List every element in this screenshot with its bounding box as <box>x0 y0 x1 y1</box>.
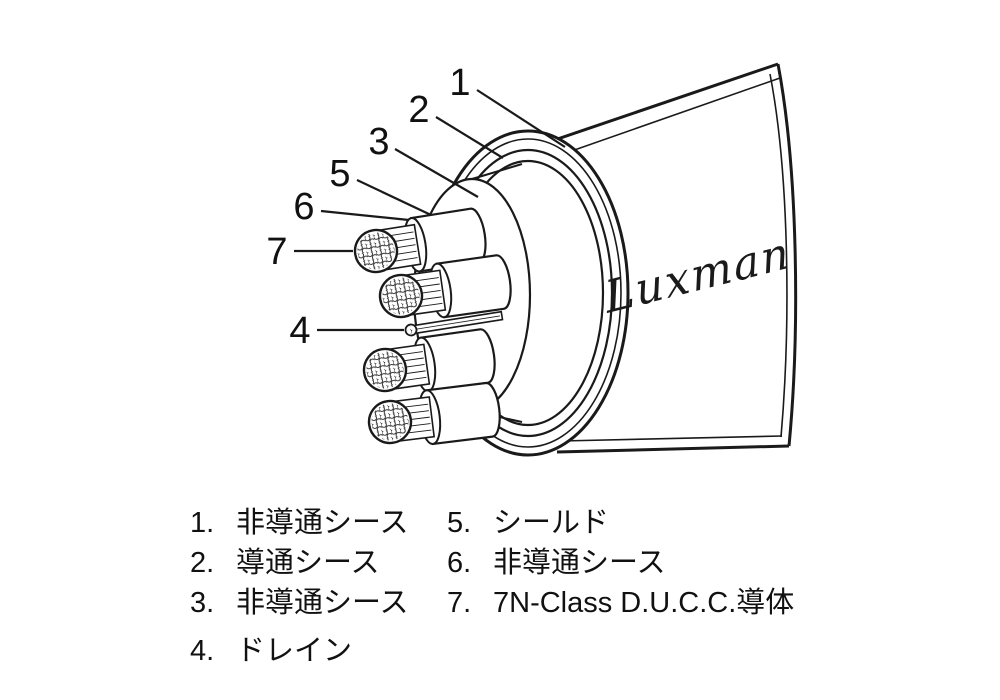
callout-number-5: 5 <box>329 153 350 195</box>
drain-wire-cap-pattern <box>407 326 415 334</box>
conductor-1-strand-lines <box>379 231 418 264</box>
legend-column-1: 1. 非導通シース 2. 導通シース 3. 非導通シース 4. ドレイン <box>190 503 409 671</box>
legend-column-2: 5. シールド 6. 非導通シース 7. 7N-Class D.U.C.C.導体 <box>447 503 794 623</box>
legend-item-1: 1. 非導通シース <box>190 503 409 543</box>
callout-number-7: 7 <box>266 231 287 273</box>
legend-item-6-number: 6. <box>447 547 472 579</box>
legend-item-6: 6. 非導通シース <box>447 543 794 583</box>
cable-top-edge <box>533 62 779 149</box>
callout-number-1: 1 <box>449 62 470 104</box>
conductor-4-insulation <box>425 381 501 446</box>
legend-item-1-label: 非導通シース <box>236 507 409 539</box>
legend-item-5-number: 5. <box>447 507 472 539</box>
conductor-4-strand-lines <box>394 403 432 435</box>
conductor-3-insulation <box>419 328 496 393</box>
conductor-4 <box>367 381 501 446</box>
callout-numbers: 1 2 3 5 6 7 4 <box>266 62 470 352</box>
cable-bottom-inner-line <box>560 435 783 442</box>
legend-item-2-number: 2. <box>190 547 215 579</box>
callout-number-4: 4 <box>289 310 310 352</box>
legend-item-7-number: 7. <box>447 587 472 619</box>
callout-lines <box>294 89 566 332</box>
legend-item-2: 2. 導通シース <box>190 543 409 583</box>
callout-line-6 <box>320 209 410 222</box>
callout-line-2 <box>435 116 504 159</box>
callout-number-2: 2 <box>408 89 429 131</box>
drain-wire <box>404 310 504 337</box>
cable-bottom-edge <box>556 444 790 454</box>
legend-item-7: 7. 7N-Class D.U.C.C.導体 <box>447 583 794 623</box>
legend-item-5-label: シールド <box>493 507 610 539</box>
legend-item-4-label: ドレイン <box>236 635 353 667</box>
conductor-3-strand-lines <box>389 351 427 383</box>
callout-line-1 <box>476 89 566 148</box>
legend-item-2-label: 導通シース <box>236 547 380 579</box>
callout-line-5 <box>356 179 432 216</box>
callout-line-3 <box>394 148 479 198</box>
conductor-4-strand-cap-pattern <box>371 403 409 441</box>
conductor-2-insulation <box>435 254 512 319</box>
shield-top-line <box>471 163 523 180</box>
cable-right-inner-line <box>769 73 788 438</box>
legend-item-1-number: 1. <box>190 507 215 539</box>
legend-item-3: 3. 非導通シース <box>190 583 409 623</box>
legend-item-4-number: 4. <box>190 635 215 667</box>
callout-number-3: 3 <box>368 121 389 163</box>
conductor-2-strand-cap-pattern <box>382 277 420 315</box>
cable-top-inner-line <box>542 77 781 162</box>
conductor-3 <box>362 328 496 393</box>
cable-right-end <box>776 63 798 447</box>
legend-item-3-label: 非導通シース <box>236 587 409 619</box>
conductor-2-strand-lines <box>405 277 443 309</box>
conductor-3-strand-cap-pattern <box>366 351 404 389</box>
conductor-2 <box>378 254 512 319</box>
conductor-1-strand-cap-pattern <box>357 232 395 270</box>
legend-item-6-label: 非導通シース <box>493 547 666 579</box>
legend-item-4: 4. ドレイン <box>190 631 409 671</box>
legend-item-3-number: 3. <box>190 587 215 619</box>
callout-number-6: 6 <box>293 186 314 228</box>
legend-item-5: 5. シールド <box>447 503 794 543</box>
drain-wire-strand-line <box>414 315 500 330</box>
legend-item-7-label: 7N-Class D.U.C.C.導体 <box>493 587 795 619</box>
